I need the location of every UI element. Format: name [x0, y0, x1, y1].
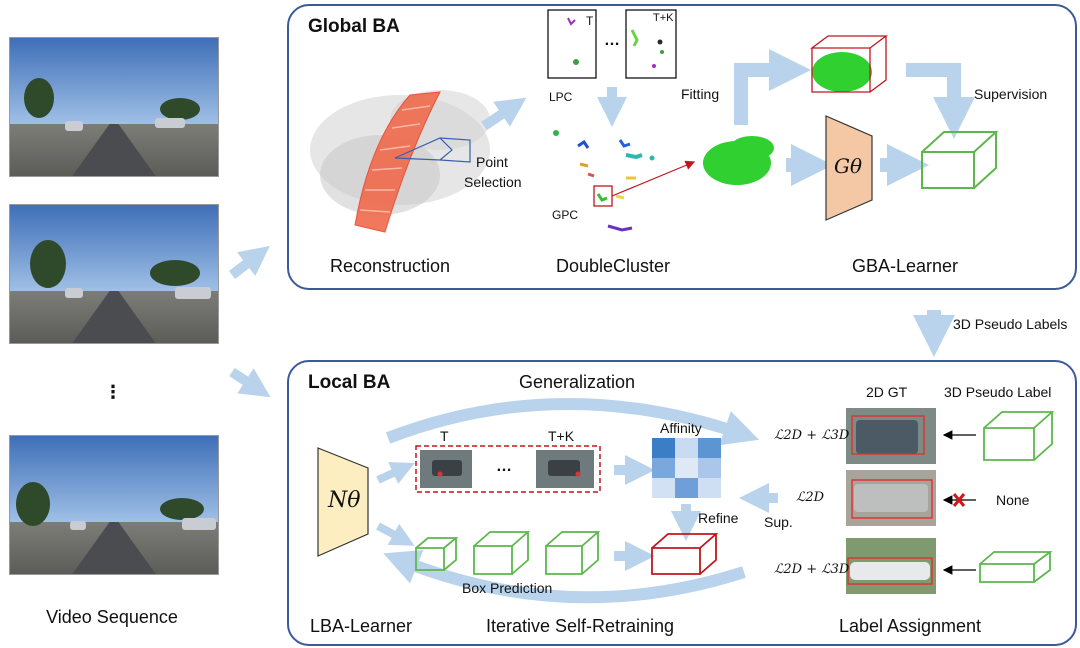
pseudo-label-boxes — [979, 411, 1055, 583]
frame-tk-label: T+K — [548, 428, 575, 444]
supervision-label: Supervision — [974, 86, 1048, 102]
video-frame-3 — [9, 435, 219, 575]
label-assignment-caption: Label Assignment — [838, 616, 982, 636]
n-theta-network — [317, 447, 369, 557]
col-2dgt-label: 2D GT — [866, 384, 908, 400]
local-ba-title: Local BA — [308, 372, 391, 393]
iterative-caption: Iterative Self-Retraining — [485, 616, 675, 636]
green-cluster — [703, 136, 774, 185]
g-theta-label: Gθ — [834, 154, 863, 178]
sup-label: Sup. — [764, 514, 793, 530]
box-prediction-label: Box Prediction — [462, 580, 553, 596]
affinity-matrix — [652, 438, 721, 498]
cross-icon — [952, 493, 966, 507]
box-predictions — [415, 531, 601, 575]
frames-dots: … — [496, 458, 512, 475]
camera-frustum — [394, 137, 471, 163]
n-theta-label: Nθ — [328, 488, 361, 513]
col-3dpseudo-label: 3D Pseudo Label — [944, 384, 1052, 400]
none-label: None — [996, 492, 1030, 508]
point-selection-label-1: Point — [476, 154, 508, 170]
red-camera-trajectory — [354, 91, 441, 233]
lba-learner-caption: LBA-Learner — [309, 616, 413, 636]
gba-output-box — [921, 131, 999, 189]
lpc-label: LPC — [549, 90, 573, 104]
video-sequence-caption: Video Sequence — [46, 607, 178, 627]
gpc-label: GPC — [552, 208, 579, 222]
loss-row-1: ℒ2D + ℒ3D — [774, 428, 850, 443]
pseudo-labels-label: 3D Pseudo Labels — [953, 316, 1068, 332]
refined-box — [651, 533, 719, 575]
loss-row-3: ℒ2D + ℒ3D — [774, 562, 850, 577]
global-ba-title: Global BA — [308, 16, 400, 37]
fitting-label: Fitting — [681, 86, 720, 102]
lpc-dots: … — [604, 32, 620, 49]
doublecluster-caption: DoubleCluster — [555, 256, 671, 276]
lpc-frame-t — [547, 9, 597, 79]
frames-dashed-box — [415, 445, 601, 493]
video-frame-2 — [9, 204, 219, 344]
reconstruction-caption: Reconstruction — [329, 256, 451, 276]
generalization-label: Generalization — [518, 372, 636, 392]
fitted-3d-box — [810, 35, 888, 93]
affinity-label: Affinity — [660, 420, 702, 436]
video-frame-1 — [9, 37, 219, 177]
video-ellipsis: ⋮ — [104, 382, 122, 402]
lpc-t-label: T — [586, 14, 594, 28]
refine-label: Refine — [698, 510, 739, 526]
loss-row-2: ℒ2D — [796, 490, 825, 505]
lpc-tk-label: T+K — [653, 12, 674, 24]
gba-learner-caption: GBA-Learner — [851, 256, 959, 276]
g-theta-network — [825, 115, 873, 221]
frame-t-label: T — [440, 428, 449, 444]
point-selection-label-2: Selection — [464, 174, 522, 190]
